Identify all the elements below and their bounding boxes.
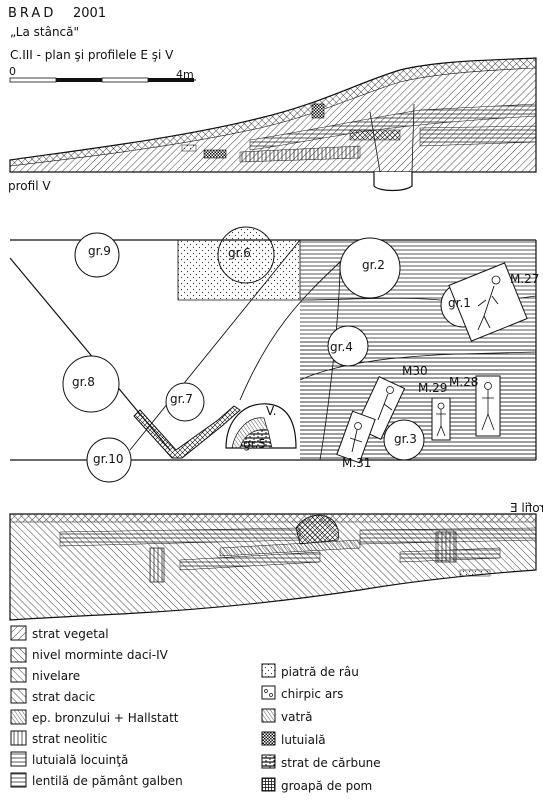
legend-label: ep. bronzului + Hallstatt: [32, 711, 179, 725]
grave-m27: [448, 262, 528, 342]
legend-label: nivel morminte daci-IV: [32, 648, 168, 662]
grave-m29: [431, 397, 451, 441]
pit-label: gr.7: [170, 392, 193, 406]
legend-label: vatră: [281, 710, 313, 724]
profile-west-label: profil V: [8, 179, 51, 193]
pit-label: gr.9: [88, 244, 111, 258]
profile-east: [9, 513, 537, 621]
legend-label: strat de cărbune: [281, 756, 381, 770]
legend-right-swatches: [261, 663, 276, 792]
location-name: „La stâncă": [10, 25, 80, 39]
profile-west: [9, 57, 537, 192]
feature-label: V.: [266, 404, 277, 418]
scale-start-label: 0: [9, 65, 16, 78]
pit-label: gr.5: [243, 437, 266, 451]
profile-east-label: profil E: [510, 501, 543, 515]
year: 2001: [73, 6, 107, 21]
scale-end-label: 4m: [176, 68, 194, 81]
legend-label: piatră de râu: [281, 665, 359, 679]
grave-m31: [336, 410, 376, 464]
grave-label: M.28: [449, 375, 479, 389]
grave-label: M.31: [342, 456, 372, 470]
plan-section: [9, 226, 537, 483]
legend-label: lutuială locuinţă: [32, 753, 129, 767]
grave-label: M.27: [510, 272, 540, 286]
site-name: BRAD: [8, 6, 57, 21]
grave-label: M30: [402, 364, 428, 378]
pit-label: gr.6: [228, 246, 251, 260]
pit-label: gr.8: [72, 375, 95, 389]
legend-label: strat dacic: [32, 690, 96, 704]
legend-label: lutuială: [281, 733, 326, 747]
legend-label: lentilă de pământ galben: [32, 774, 183, 788]
section-title: C.III - plan şi profilele E şi V: [10, 48, 174, 62]
pit-label: gr.1: [448, 296, 471, 310]
pit-label: gr.4: [330, 340, 353, 354]
legend-label: chirpic ars: [281, 687, 344, 701]
pit-label: gr.3: [394, 432, 417, 446]
pit-label: gr.2: [362, 258, 385, 272]
legend-left-swatches: [10, 625, 27, 788]
legend-label: strat neolitic: [32, 732, 108, 746]
legend-label: nivelare: [32, 669, 81, 683]
scale-bar: [9, 77, 196, 83]
grave-m28: [475, 375, 501, 437]
legend-label: groapă de pom: [281, 779, 373, 793]
pit-label: gr.10: [93, 452, 124, 466]
legend-label: strat vegetal: [32, 627, 109, 641]
grave-label: M.29: [418, 381, 448, 395]
